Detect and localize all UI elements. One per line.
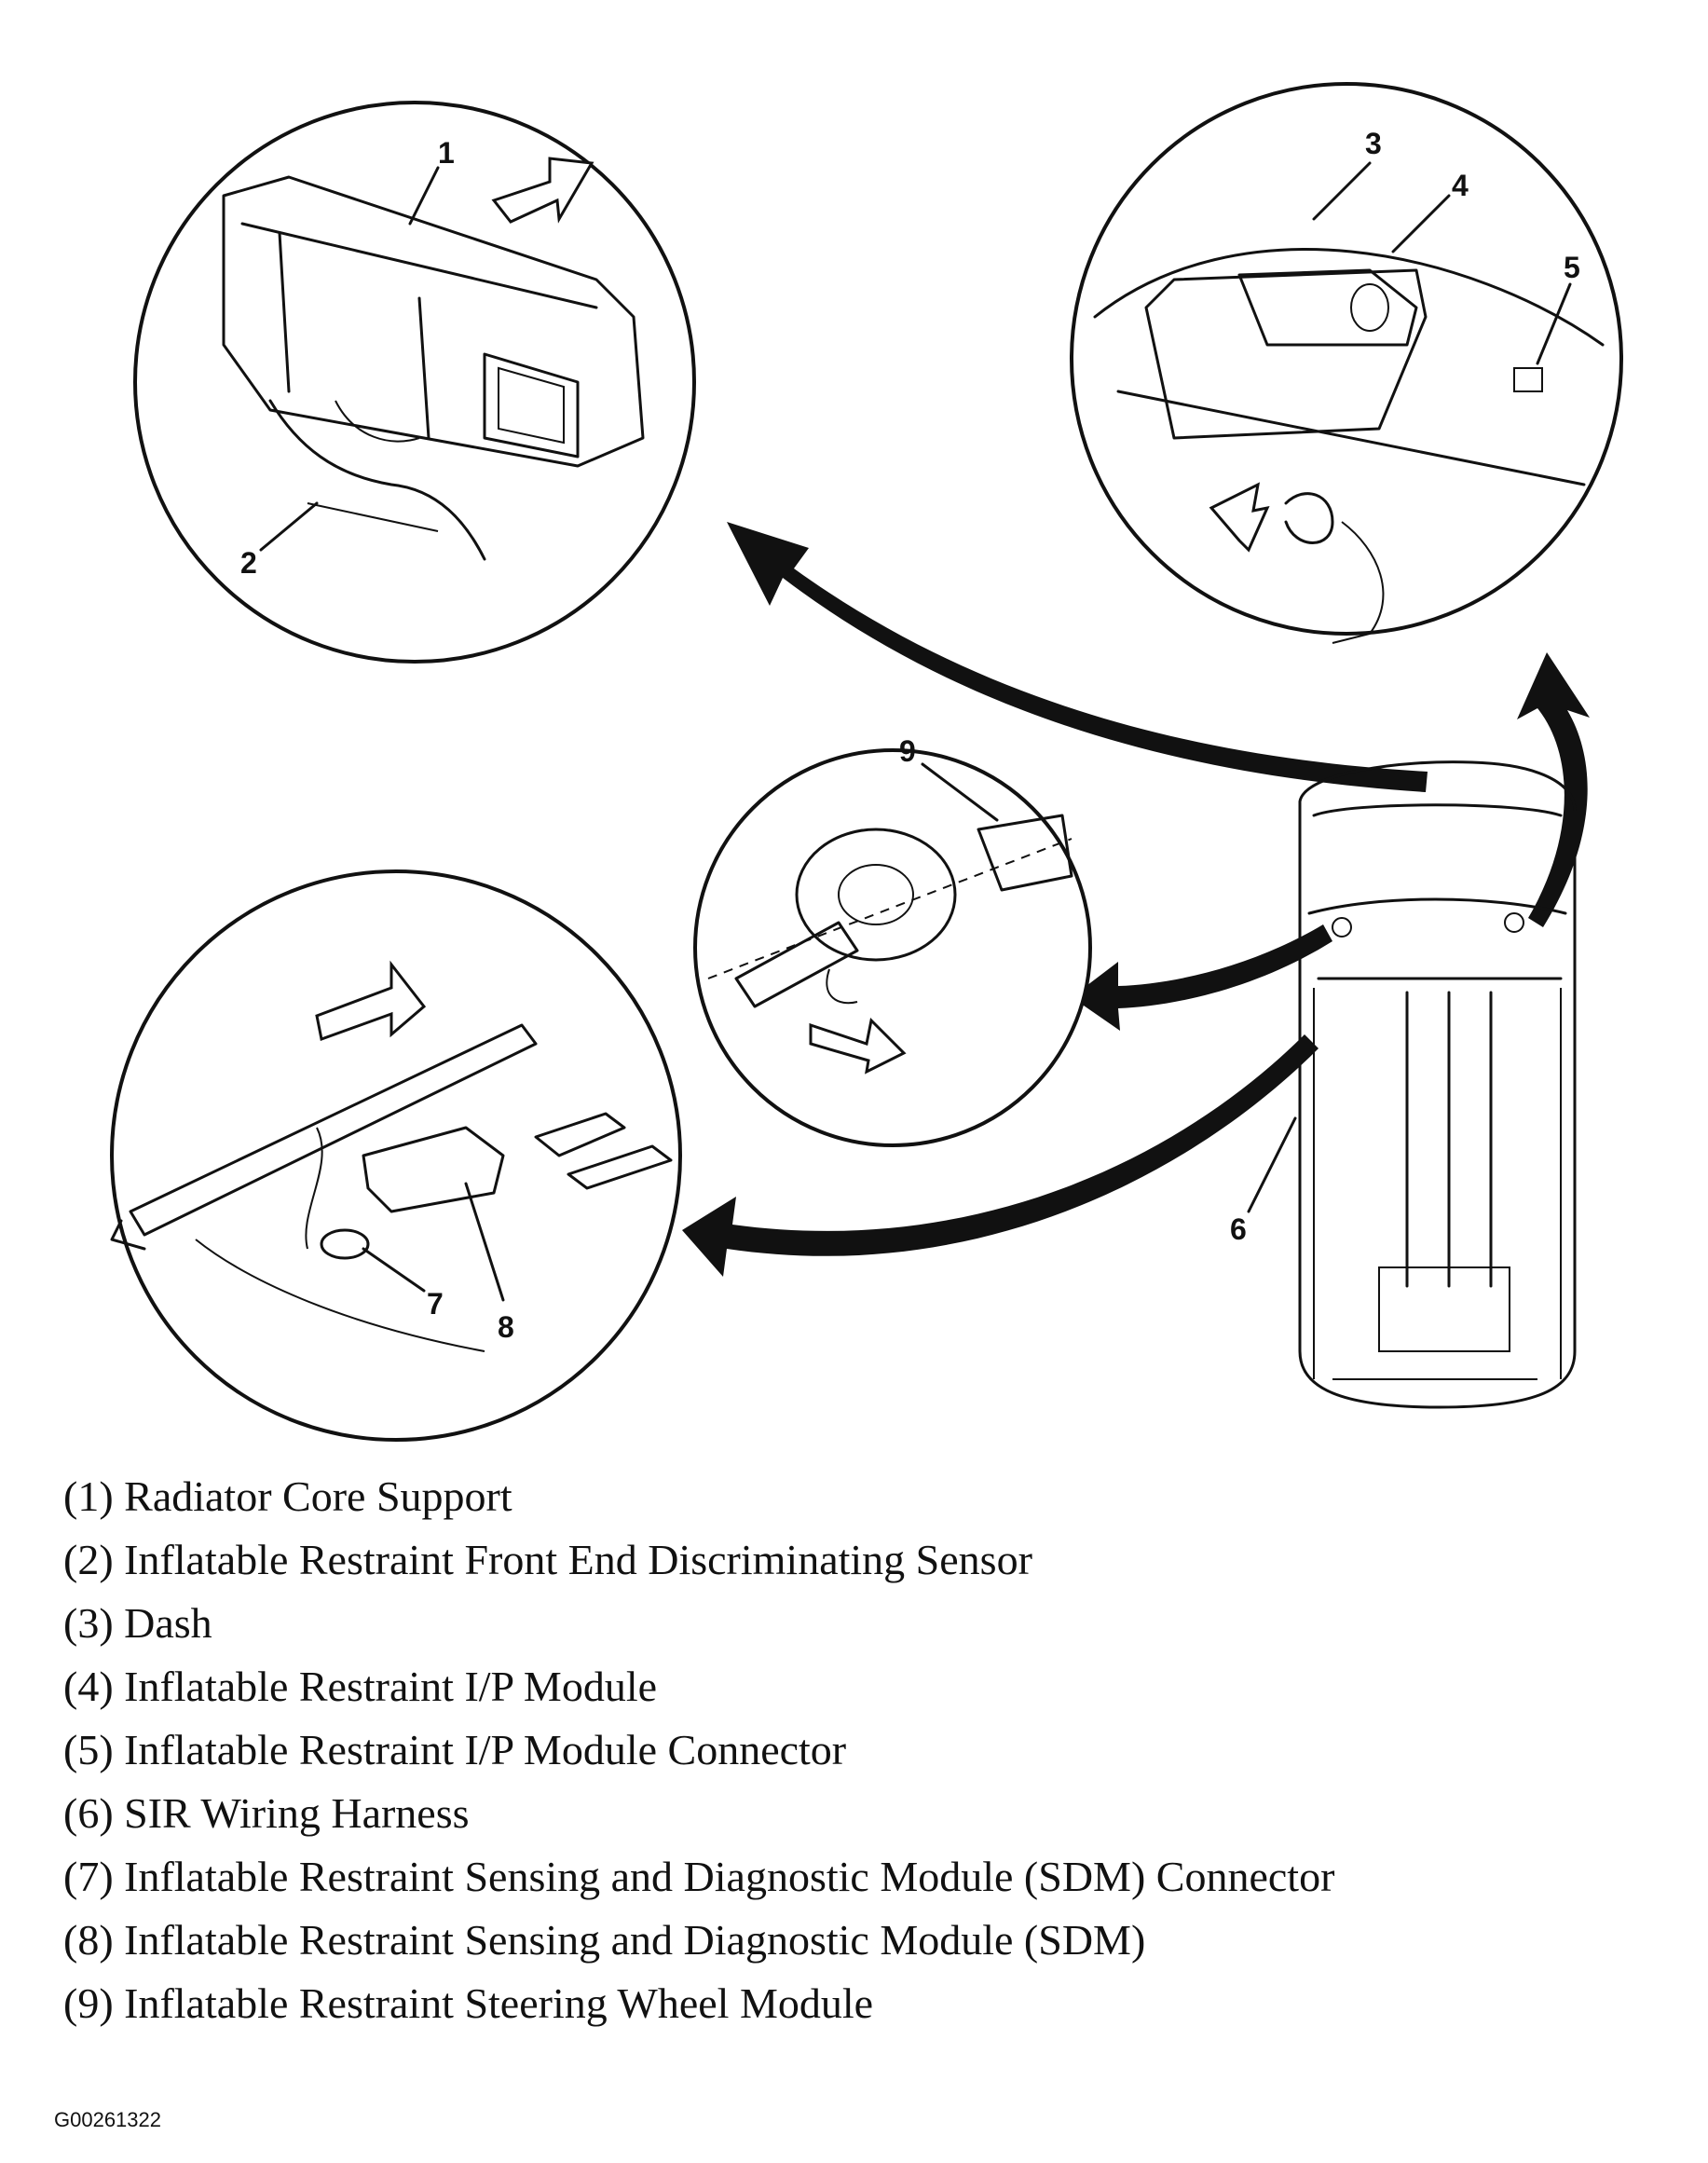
callout-5: 5 bbox=[1564, 251, 1580, 284]
steering-wheel-view: 9 bbox=[693, 734, 1092, 1147]
radiator-core-support-view: 1 2 bbox=[133, 101, 696, 664]
callout-1: 1 bbox=[438, 136, 455, 170]
callout-4: 4 bbox=[1452, 169, 1469, 202]
legend-item: (5) Inflatable Restraint I/P Module Conn… bbox=[63, 1726, 847, 1773]
arrow-to-dash-view bbox=[1517, 652, 1590, 927]
dash-ip-module-view: 3 4 5 bbox=[1070, 82, 1623, 644]
sdm-floor-view: 7 8 bbox=[110, 869, 682, 1442]
callout-3: 3 bbox=[1365, 127, 1382, 160]
legend-item: (3) Dash bbox=[63, 1599, 212, 1647]
airbag-system-diagram: 1 2 3 4 5 9 bbox=[110, 82, 1623, 1442]
legend-list: (1) Radiator Core Support (2) Inflatable… bbox=[63, 1465, 1334, 2035]
arrow-to-sdm-view bbox=[682, 1034, 1319, 1277]
figure-id: G00261322 bbox=[54, 2108, 161, 2131]
legend-item: (4) Inflatable Restraint I/P Module bbox=[63, 1663, 658, 1710]
vehicle-top-view: 6 bbox=[1230, 760, 1577, 1409]
callout-2: 2 bbox=[240, 546, 257, 580]
callout-6: 6 bbox=[1230, 1212, 1247, 1246]
legend-item: (1) Radiator Core Support bbox=[63, 1472, 512, 1520]
legend-item: (9) Inflatable Restraint Steering Wheel … bbox=[63, 1979, 874, 2027]
callout-9: 9 bbox=[899, 734, 916, 768]
callout-8: 8 bbox=[498, 1310, 514, 1344]
callout-7: 7 bbox=[427, 1287, 444, 1321]
legend-item: (6) SIR Wiring Harness bbox=[63, 1789, 470, 1837]
arrow-to-steering-view bbox=[1072, 924, 1332, 1031]
legend-item: (7) Inflatable Restraint Sensing and Dia… bbox=[63, 1853, 1335, 1900]
legend-item: (2) Inflatable Restraint Front End Discr… bbox=[63, 1536, 1032, 1583]
legend-item: (8) Inflatable Restraint Sensing and Dia… bbox=[63, 1916, 1146, 1964]
arrow-to-radiator-view bbox=[727, 522, 1428, 792]
